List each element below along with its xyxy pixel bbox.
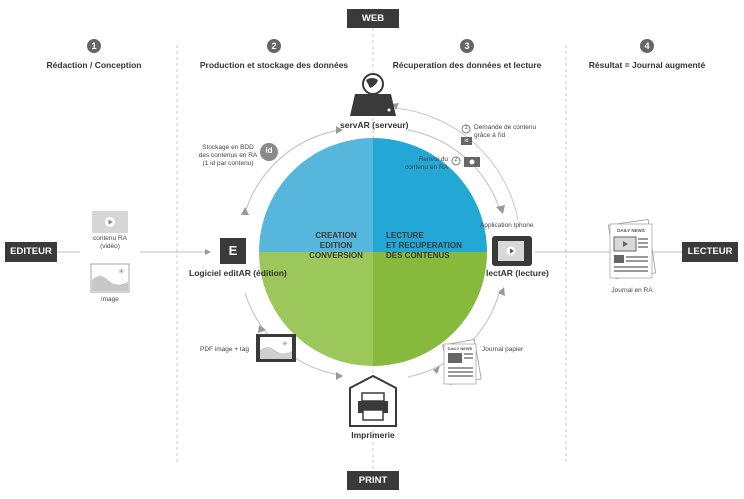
journal-ra-annotation: Journal en RA (611, 287, 653, 294)
circle-left-line-1: CREATION (315, 231, 357, 240)
paper-annotation: Journal papier (482, 346, 524, 353)
return-line-2: contenu en RA (404, 164, 448, 171)
return-line-1: Renvoi du (418, 156, 448, 163)
quadrant-bottom-left (259, 252, 373, 366)
circle-left-line-2: EDITION (319, 241, 353, 250)
svg-text:✳: ✳ (118, 267, 125, 276)
journal-ra-header: DAILY NEWS (617, 228, 645, 233)
pdf-image-icon: ✳ (256, 334, 296, 362)
circle-left-text: CREATION EDITION CONVERSION (302, 231, 370, 261)
web-label: WEB (347, 9, 399, 28)
circle-right-line-1: LECTURE (386, 231, 424, 240)
step-4-title: Résultat = Journal augmenté (588, 60, 706, 70)
quadrant-top-left (259, 138, 373, 252)
arrow-request-head (392, 103, 399, 110)
request-number-icon (461, 124, 471, 134)
video-line-1: contenu RA (93, 235, 127, 242)
editor-label: Logiciel editAR (édition) (189, 268, 287, 278)
step-3-title: Récuperation des données et lecture (392, 60, 542, 70)
arrow-to-paper (433, 366, 440, 374)
printer-icon (349, 374, 397, 427)
step-3-number: 3 (460, 39, 474, 53)
step-1-title: Rédaction / Conception (46, 60, 142, 70)
quadrant-bottom-right (373, 252, 487, 366)
journal-ra-icon (607, 219, 657, 279)
storage-line-1: Stockage en BDD (202, 144, 254, 151)
server-label: servAR (serveur) (340, 120, 409, 130)
request-line-1: Demande de contenu (474, 124, 537, 131)
arrow-to-reader (496, 205, 505, 214)
arc-request (394, 107, 519, 221)
return-camera-icon (464, 157, 480, 167)
request-line-2: grâce à l'id (474, 132, 506, 139)
request-id-text: id (464, 138, 469, 144)
app-annotation: Application Iphone (480, 222, 534, 229)
step-4-number: 4 (640, 39, 654, 53)
svg-text:✳: ✳ (282, 340, 288, 348)
video-line-2: (vidéo) (100, 243, 120, 250)
return-number: 2 (454, 157, 458, 163)
request-id-icon (461, 137, 472, 145)
arrow-up-left (241, 207, 249, 215)
print-label: PRINT (347, 471, 399, 490)
pdf-annotation: PDF image + tag (200, 346, 249, 353)
id-badge-text: id (265, 146, 273, 155)
circle-left-line-3: CONVERSION (309, 251, 363, 260)
video-thumbnail-icon (92, 211, 128, 233)
step-2-number: 2 (267, 39, 281, 53)
paper-newspaper-icon (442, 339, 482, 385)
reader-label: lectAR (lecture) (486, 268, 549, 278)
circle-right-line-3: DES CONTENUS (386, 251, 450, 260)
image-thumbnail-icon: ✳ (90, 263, 130, 293)
arrow-up-right (498, 287, 505, 296)
printer-label: Imprimerie (351, 430, 395, 440)
editor-icon (220, 238, 246, 264)
step-2-title: Production et stockage des données (199, 60, 349, 70)
arrow-to-server (336, 126, 343, 134)
request-annotation: Demande de contenu grâce à l'id (474, 124, 544, 140)
server-icon (350, 73, 396, 116)
arrow-to-editor (205, 249, 211, 255)
storage-line-3: (1 id par contenu) (202, 160, 254, 167)
step-1-number: 1 (87, 39, 101, 53)
arrow-to-pdf (258, 325, 266, 333)
id-badge-icon (260, 143, 278, 161)
storage-annotation: Stockage en BDD des contenus en RA (1 id… (190, 144, 266, 168)
image-annotation: image (101, 296, 119, 303)
circle-right-text: LECTURE ET RECUPERATION DES CONTENUS (386, 231, 476, 261)
arc-top-left (244, 129, 341, 214)
request-number: 1 (464, 125, 468, 131)
circle-right-line-2: ET RECUPERATION (386, 241, 462, 250)
editeur-label: EDITEUR (5, 242, 57, 262)
paper-header: DAILY NEWS (447, 346, 473, 351)
lecteur-label: LECTEUR (682, 242, 738, 262)
arrow-to-printer (336, 372, 343, 380)
quadrant-top-right (373, 138, 487, 252)
return-number-icon (451, 156, 461, 166)
storage-line-2: des contenus en RA (198, 152, 258, 159)
video-annotation: contenu RA (vidéo) (80, 235, 140, 251)
reader-device-icon (492, 236, 532, 266)
editor-icon-letter: E (228, 243, 238, 258)
return-annotation: Renvoi du contenu en RA (400, 156, 448, 172)
